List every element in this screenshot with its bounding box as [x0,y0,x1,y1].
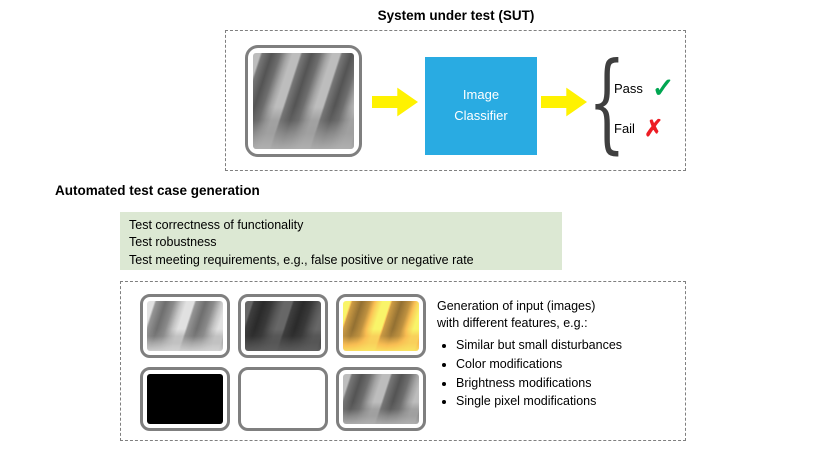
generation-dashed-box: Generation of input (images) with differ… [120,281,686,441]
sample-frame-black [140,367,230,431]
sut-input-sem-image [253,53,354,149]
arrow-right-icon [541,87,587,117]
sample-frame-grayscale-dark [238,294,328,358]
generation-description-line: with different features, e.g.: [437,315,588,330]
sem-image-brightened [147,301,223,351]
sample-frame-color-yellow [336,294,426,358]
feature-item: Color modifications [456,356,679,373]
image-classifier-box: Image Classifier [425,57,537,155]
sut-input-image-frame [245,45,362,157]
sem-image-darkened [245,301,321,351]
sem-image-original [343,374,419,424]
cross-icon: ✗ [643,115,664,141]
solid-black-image [147,374,223,424]
automated-test-generation-heading: Automated test case generation [55,183,260,198]
fail-result-row: Fail ✗ [614,117,663,140]
test-goal: Test robustness [129,235,217,250]
feature-item: Brightness modifications [456,375,679,392]
feature-item: Single pixel modifications [456,393,679,410]
test-goals-box: Test correctness of functionality Test r… [120,212,562,270]
pass-label: Pass [614,81,643,96]
feature-item: Similar but small disturbances [456,337,679,354]
fail-label: Fail [614,121,635,136]
check-icon: ✓ [651,73,675,103]
sem-image-yellow [343,301,419,351]
test-goal: Test meeting requirements, e.g., false p… [129,252,474,267]
generation-description-block: Generation of input (images) with differ… [437,298,679,412]
feature-list: Similar but small disturbances Color mod… [437,337,679,411]
solid-white-image [245,374,321,424]
curly-brace: { [588,40,626,165]
sample-frame-white [238,367,328,431]
sample-frame-grayscale-light [140,294,230,358]
test-goal: Test correctness of functionality [129,218,304,232]
pass-result-row: Pass ✓ [614,75,675,102]
sample-image-grid [140,294,426,431]
sample-frame-original [336,367,426,431]
sut-title: System under test (SUT) [377,8,535,23]
sut-dashed-box: Image Classifier { Pass ✓ Fail ✗ [225,30,686,171]
generation-description-line: Generation of input (images) [437,299,596,313]
arrow-right-icon [372,87,418,117]
image-classifier-label: Image Classifier [454,87,508,123]
